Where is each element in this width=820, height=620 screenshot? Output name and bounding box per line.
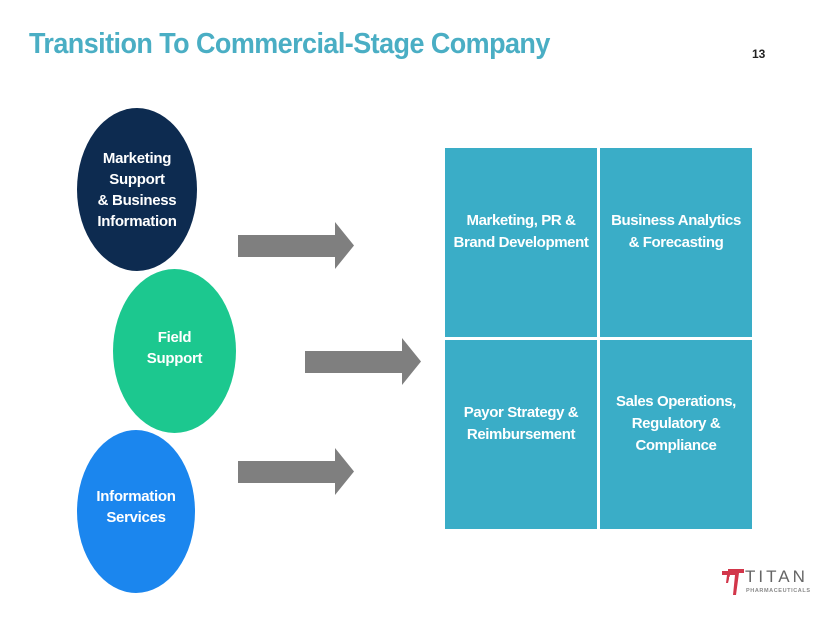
arrow-right-icon [238, 222, 354, 269]
circle-label-line: Information [96, 487, 176, 505]
cell-label-line: Marketing, PR & [466, 211, 576, 229]
slide-title: Transition To Commercial-Stage Company [29, 28, 550, 60]
arrow-right-icon [305, 338, 421, 385]
circle-information-services: Information Services [77, 430, 195, 593]
circle-label-line: & Business [97, 191, 177, 209]
cell-label-line: Payor Strategy & [463, 403, 579, 421]
circle-label: Marketing Support & Business Information [97, 148, 177, 232]
circle-marketing-support: Marketing Support & Business Information [77, 108, 197, 271]
grid-cell-marketing-pr: Marketing, PR & Brand Development [445, 148, 597, 337]
cell-label-line: Brand Development [453, 233, 589, 251]
circle-label-line: Services [106, 508, 166, 526]
grid-cell-business-analytics: Business Analytics & Forecasting [600, 148, 752, 337]
circle-field-support: Field Support [113, 269, 236, 433]
cell-label-line: Reimbursement [466, 425, 576, 443]
cell-label-line: Compliance [635, 436, 717, 454]
circle-label: Field Support [146, 327, 203, 369]
page-number: 13 [752, 47, 766, 61]
cell-label-line: Sales Operations, [616, 392, 736, 410]
logo-subtitle: PHARMACEUTICALS [746, 588, 811, 594]
circle-label: Information Services [96, 486, 176, 528]
grid-cell-payor-strategy: Payor Strategy & Reimbursement [445, 340, 597, 529]
capabilities-grid: Marketing, PR & Brand Development Busine… [445, 148, 752, 529]
circle-label-line: Marketing [102, 149, 172, 167]
logo-name: TITAN [745, 567, 808, 586]
circle-label-line: Support [109, 170, 165, 188]
cell-label-line: & Forecasting [628, 233, 724, 251]
titan-t-icon [722, 569, 744, 595]
cell-label-line: Regulatory & [631, 414, 721, 432]
cell-label-line: Business Analytics [611, 211, 741, 229]
circle-label-line: Information [97, 212, 177, 230]
circle-label-line: Field [157, 329, 192, 346]
titan-logo: TITAN PHARMACEUTICALS [722, 567, 814, 599]
circle-label-line: Support [146, 350, 203, 367]
arrow-right-icon [238, 448, 354, 495]
grid-cell-sales-operations: Sales Operations, Regulatory & Complianc… [600, 340, 752, 529]
